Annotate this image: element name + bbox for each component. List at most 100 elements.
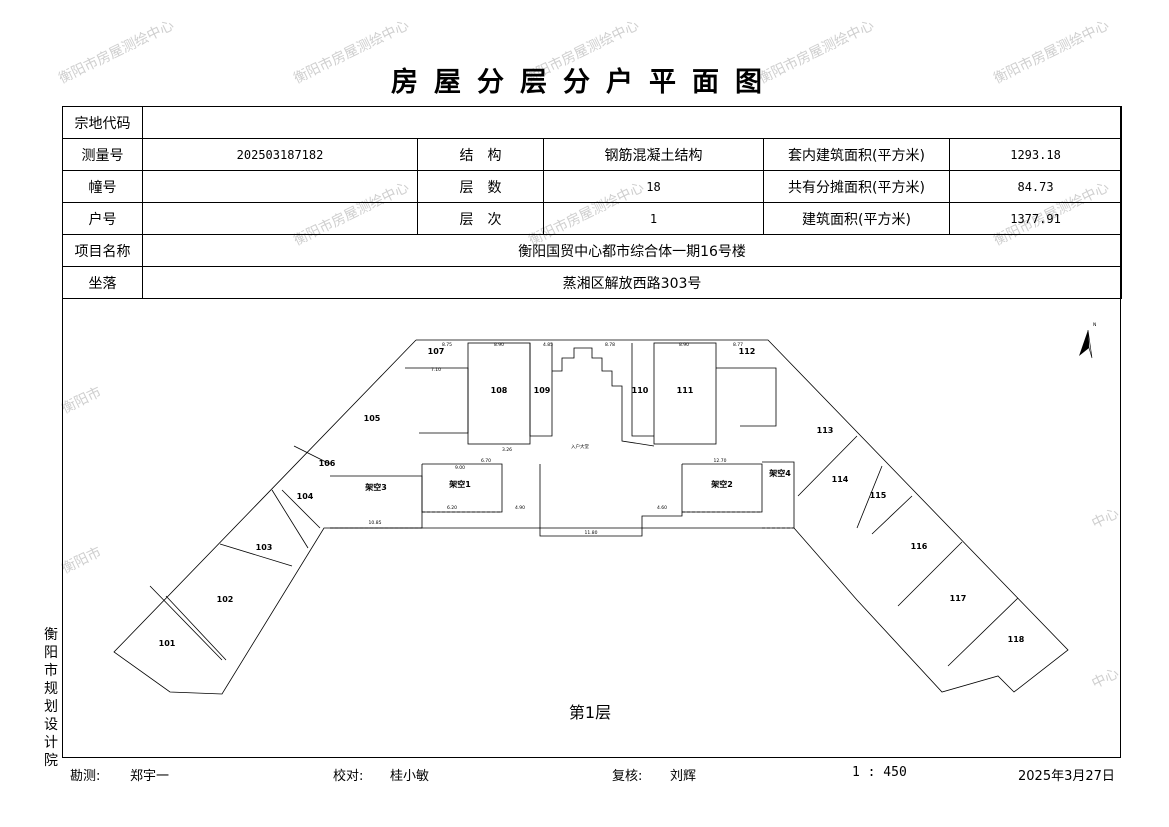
hu-value [142, 202, 418, 235]
kance-label: 勘测: [70, 769, 101, 784]
taonei-value: 1293.18 [948, 138, 1123, 171]
room-label: 111 [677, 386, 694, 395]
room-label: 109 [534, 386, 551, 395]
void-outline [762, 461, 795, 528]
room-divider [271, 489, 309, 549]
room-label: 108 [491, 386, 508, 395]
side-institute-text: 衡阳市规划设计院 [44, 627, 58, 769]
room-label: 102 [217, 595, 234, 604]
room-label: 110 [632, 386, 649, 395]
jiegou-label: 结 构 [417, 138, 544, 171]
dimension-label: 7.10 [431, 367, 441, 373]
jianzhu-label: 建筑面积(平方米) [763, 202, 950, 235]
room-label: 107 [428, 347, 445, 356]
dimension-label: 6.70 [481, 458, 491, 464]
jianzhu-value: 1377.91 [948, 202, 1123, 235]
floor-label: 第1层 [569, 703, 611, 722]
void-label: 架空1 [448, 479, 471, 489]
room-divider [293, 445, 331, 465]
room-divider [947, 597, 1019, 667]
date-text: 2025年3月27日 [1018, 769, 1115, 784]
zongdi-value [141, 106, 1123, 139]
room-outline [716, 367, 777, 427]
taonei-label: 套内建筑面积(平方米) [763, 138, 950, 171]
zhuang-value [142, 170, 418, 203]
dimension-label: 8.90 [494, 342, 504, 348]
room-label: 103 [256, 543, 273, 552]
north-label: N [1093, 322, 1096, 328]
info-table: 宗地代码 测量号 202503187182 结 构 钢筋混凝土结构 套内建筑面积… [62, 106, 1123, 299]
zhuang-label: 幢号 [62, 170, 143, 203]
xiangmu-value: 衡阳国贸中心都市综合体一期16号楼 [141, 234, 1123, 267]
room-label: 104 [297, 492, 314, 501]
table-row: 坐落 蒸湘区解放西路303号 [62, 266, 1123, 299]
room-divider [149, 585, 223, 661]
jiaodui-name: 桂小敏 [390, 769, 430, 784]
dimension-label: 3.26 [502, 447, 512, 453]
room-label: 116 [911, 542, 928, 551]
void-label: 架空4 [768, 468, 791, 478]
zuoluo-value: 蒸湘区解放西路303号 [141, 266, 1123, 299]
north-arrow-icon: N [1079, 322, 1096, 359]
table-row: 户号 层 次 1 建筑面积(平方米) 1377.91 [62, 202, 1123, 235]
room-divider [281, 489, 321, 529]
celiang-value: 202503187182 [142, 138, 418, 171]
room-divider [797, 435, 858, 497]
room-label: 101 [159, 639, 176, 648]
lobby-label: 入户大堂 [571, 443, 589, 450]
jiegou-value: 钢筋混凝土结构 [543, 138, 764, 171]
gongyou-value: 84.73 [948, 170, 1123, 203]
room-divider [897, 541, 963, 607]
page-title: 房屋分层分户平面图 [391, 67, 778, 98]
censhu-label: 层 数 [417, 170, 544, 203]
room-outline [405, 367, 469, 434]
kance-name: 郑宇一 [130, 769, 170, 784]
room-label: 113 [817, 426, 834, 435]
dimension-label: 4.85 [543, 342, 553, 348]
lobby-outline [539, 464, 683, 537]
room-label: 114 [832, 475, 849, 484]
cenci-label: 层 次 [417, 202, 544, 235]
jiaodui-label: 校对: [333, 769, 364, 784]
table-row: 宗地代码 [62, 106, 1123, 139]
dimension-label: 12.70 [714, 458, 727, 464]
xiangmu-label: 项目名称 [62, 234, 143, 267]
dimension-label: 8.75 [442, 342, 452, 348]
dimension-label: 8.90 [679, 342, 689, 348]
dimension-label: 9.00 [455, 465, 465, 471]
gongyou-label: 共有分摊面积(平方米) [763, 170, 950, 203]
room-divider [856, 465, 883, 529]
room-outline [631, 343, 654, 437]
fuhe-label: 复核: [612, 769, 643, 784]
room-outline [653, 342, 717, 445]
dimension-label: 4.90 [515, 505, 525, 511]
room-label: 106 [319, 459, 336, 468]
dimension-label: 11.80 [585, 530, 598, 536]
table-row: 测量号 202503187182 结 构 钢筋混凝土结构 套内建筑面积(平方米)… [62, 138, 1123, 171]
void-label: 架空2 [710, 479, 733, 489]
celiang-label: 测量号 [62, 138, 143, 171]
room-divider [871, 495, 913, 535]
floor-plan: 101 102 103 104 105 106 107 108 109 110 … [113, 322, 1096, 722]
building-outline [113, 339, 1069, 695]
zuoluo-label: 坐落 [62, 266, 143, 299]
room-divider [219, 543, 293, 567]
dimension-label: 6.20 [447, 505, 457, 511]
censhu-value: 18 [543, 170, 764, 203]
table-row: 项目名称 衡阳国贸中心都市综合体一期16号楼 [62, 234, 1123, 267]
cenci-value: 1 [543, 202, 764, 235]
dimension-label: 8.77 [733, 342, 743, 348]
void-label: 架空3 [364, 482, 387, 492]
dimension-label: 10.85 [369, 520, 382, 526]
room-label: 117 [950, 594, 967, 603]
zongdi-label: 宗地代码 [62, 106, 143, 139]
scale-text: 1 : 450 [852, 765, 907, 780]
room-divider [165, 595, 227, 661]
hu-label: 户号 [62, 202, 143, 235]
room-label: 105 [364, 414, 381, 423]
table-row: 幢号 层 数 18 共有分摊面积(平方米) 84.73 [62, 170, 1123, 203]
dimension-label: 4.60 [657, 505, 667, 511]
lobby-outline [552, 347, 655, 447]
room-label: 112 [739, 347, 756, 356]
room-label: 115 [870, 491, 887, 500]
